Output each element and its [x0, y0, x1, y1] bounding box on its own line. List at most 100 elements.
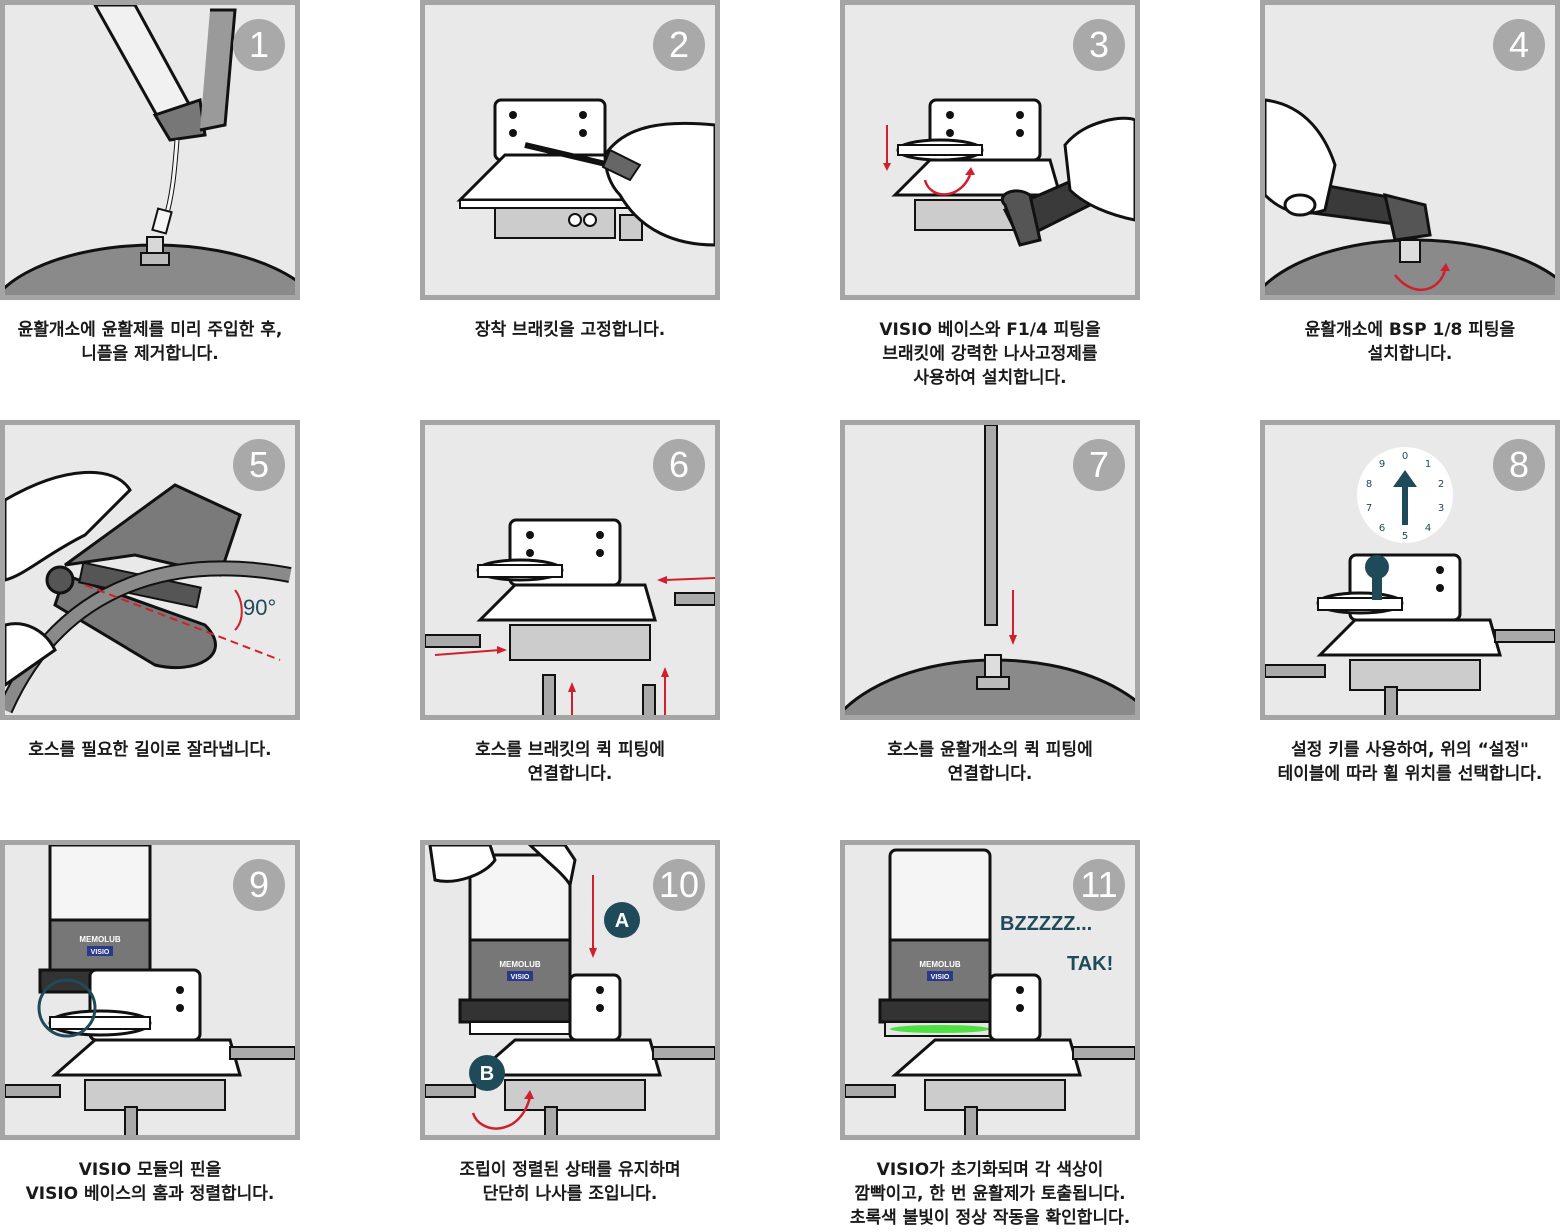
visio-base — [896, 138, 984, 162]
step-5-drawing: 90° — [5, 470, 292, 714]
step-caption: VISIO가 초기화되며 각 색상이 깜빡이고, 한 번 윤활제가 토출됩니다.… — [849, 1160, 1131, 1228]
step-caption: 호스를 필요한 길이로 잘라냅니다. — [28, 740, 272, 760]
brand-label: MEMOLUB — [919, 960, 961, 969]
hand — [428, 845, 577, 890]
direction-arrow — [434, 649, 501, 656]
step-caption: 윤활개소에 윤활제를 미리 주입한 후, 니플을 제거합니다. — [17, 320, 283, 364]
rotate-arrow — [1394, 269, 1447, 292]
step-number-badge: 11 — [1073, 859, 1125, 911]
visio-base — [476, 558, 564, 582]
step-caption: 장착 브래킷을 고정합니다. — [474, 320, 666, 340]
marker-a — [604, 902, 640, 938]
step-number-badge: 1 — [233, 19, 285, 71]
visio-module: MEMOLUB VISIO — [878, 848, 1002, 1037]
mounting-bracket — [51, 968, 242, 1111]
visio-base — [48, 1009, 152, 1037]
hose-down-2 — [642, 684, 656, 715]
hose — [964, 1106, 978, 1135]
step-8-drawing: 0 1 2 3 4 5 6 7 8 9 — [1265, 447, 1555, 715]
bsp-fitting — [1399, 239, 1421, 263]
hose — [544, 1106, 558, 1135]
step-caption: 조립이 정렬된 상태를 유지하며 단단히 나사를 조입니다. — [459, 1160, 681, 1204]
hose-right — [674, 592, 715, 606]
step-3-drawing — [883, 98, 1135, 247]
step-6-illustration: 6 — [420, 420, 720, 720]
rotate-arrow — [471, 1096, 532, 1130]
step-number-badge: 10 — [653, 859, 705, 911]
dial-digit: 8 — [1366, 479, 1372, 490]
grease-gun — [93, 5, 237, 235]
step-2-drawing — [456, 98, 715, 247]
step-11-drawing: MEMOLUB VISIO BZZZZZ... TAK! — [845, 848, 1135, 1135]
step-10-drawing: MEMOLUB VISIO A B — [425, 845, 715, 1135]
product-label: VISIO — [91, 949, 110, 956]
visio-base — [1316, 591, 1404, 615]
setting-dial: 0 1 2 3 4 5 6 7 8 9 — [1357, 447, 1453, 543]
hose-down-1 — [542, 674, 556, 715]
mounting-bracket — [476, 518, 657, 661]
hose — [1265, 664, 1326, 678]
visio-module: MEMOLUB VISIO — [458, 853, 582, 1035]
hose-left — [425, 634, 481, 648]
step-number-badge: 6 — [653, 439, 705, 491]
dial-digit: 4 — [1425, 523, 1431, 534]
hose — [1384, 686, 1398, 715]
mounting-bracket — [891, 973, 1082, 1111]
hose — [124, 1106, 138, 1135]
step-7-drawing — [845, 425, 1135, 715]
valve-block — [494, 207, 643, 241]
green-led-ring — [890, 1025, 990, 1033]
step-number-badge: 2 — [653, 19, 705, 71]
step-2-illustration: 2 — [420, 0, 720, 300]
step-number-badge: 4 — [1493, 19, 1545, 71]
dial-digit: 6 — [1379, 523, 1385, 534]
step-number-badge: 5 — [233, 439, 285, 491]
step-caption: 윤활개소에 BSP 1/8 피팅을 설치합니다. — [1304, 320, 1516, 364]
step-8-illustration: 0 1 2 3 4 5 6 7 8 9 — [1260, 420, 1560, 720]
hose — [1072, 1046, 1135, 1060]
hose — [845, 1084, 896, 1098]
product-label: VISIO — [511, 974, 530, 981]
hand-with-screwdriver — [524, 121, 715, 247]
marker-b — [469, 1055, 505, 1091]
step-number-badge: 3 — [1073, 19, 1125, 71]
dial-digit: 5 — [1402, 531, 1408, 542]
angle-arc — [234, 589, 243, 631]
step-7-illustration: 7 — [840, 420, 1140, 720]
dial-digit: 9 — [1379, 459, 1385, 470]
marker-b-label: B — [480, 1063, 494, 1085]
step-9-drawing: MEMOLUB VISIO — [5, 845, 295, 1135]
hose — [5, 1084, 61, 1098]
marker-a-label: A — [615, 910, 629, 932]
step-number-badge: 7 — [1073, 439, 1125, 491]
step-caption: VISIO 베이스와 F1/4 피팅을 브래킷에 강력한 나사고정제를 사용하여… — [879, 320, 1101, 388]
dial-digit: 3 — [1438, 503, 1444, 514]
step-caption: 설정 키를 사용하여, 위의 “설정" 테이블에 따라 휠 위치를 선택합니다. — [1277, 740, 1543, 784]
mounting-bracket — [456, 98, 642, 209]
hose — [425, 1084, 476, 1098]
hose — [1494, 629, 1555, 643]
step-10-illustration: MEMOLUB VISIO A B — [420, 840, 720, 1140]
hose — [652, 1046, 715, 1060]
sound-effect-buzz: BZZZZZ... — [1000, 913, 1092, 935]
brand-label: MEMOLUB — [79, 935, 121, 944]
hand — [1265, 98, 1337, 217]
dial-digit: 0 — [1402, 451, 1408, 462]
step-3-illustration: 3 — [840, 0, 1140, 300]
sound-effect-tak: TAK! — [1067, 953, 1113, 975]
dial-digit: 1 — [1425, 459, 1431, 470]
angle-label: 90° — [243, 595, 276, 620]
hand-with-wrench — [1001, 116, 1135, 247]
step-1-illustration: 1 — [0, 0, 300, 300]
brand-label: MEMOLUB — [499, 960, 541, 969]
alignment-highlight — [37, 978, 97, 1038]
step-1-drawing — [5, 5, 295, 295]
mounting-bracket — [1316, 553, 1502, 691]
cut-line — [84, 584, 281, 661]
step-number-badge: 8 — [1493, 439, 1545, 491]
step-4-drawing — [1265, 98, 1555, 295]
mounting-bracket — [891, 98, 1062, 231]
product-label: VISIO — [931, 974, 950, 981]
dial-digit: 7 — [1366, 503, 1372, 514]
hose — [984, 425, 998, 626]
